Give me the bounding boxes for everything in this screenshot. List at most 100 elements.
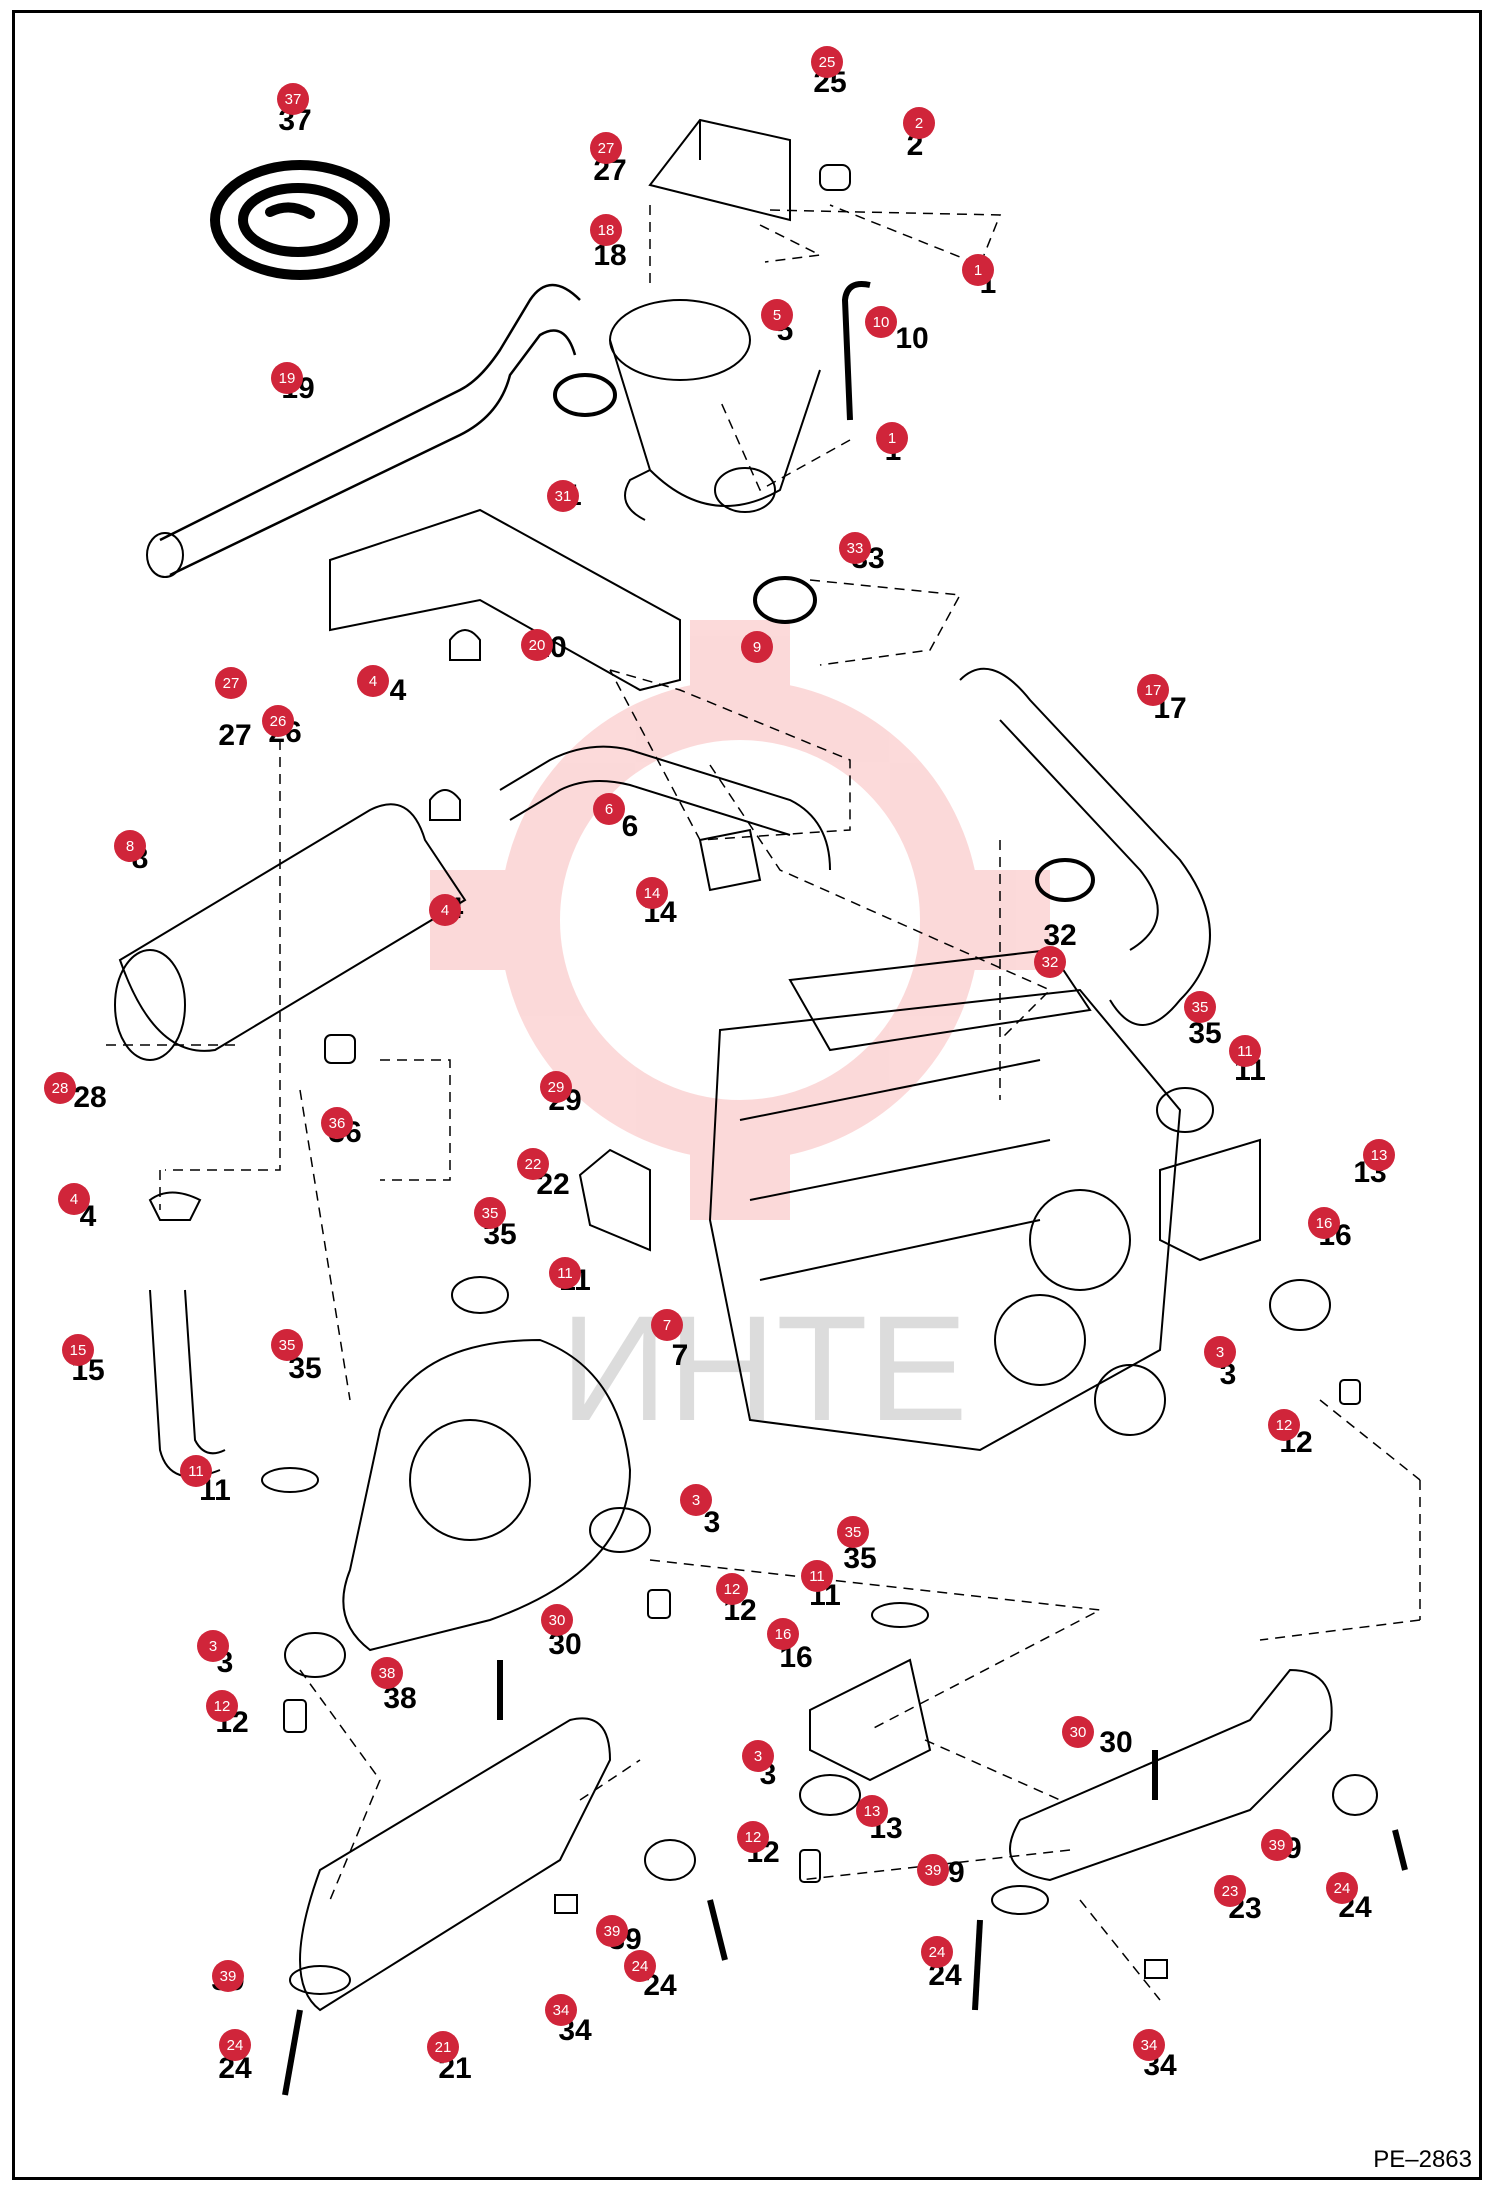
callout-number: 9	[753, 639, 761, 656]
callout-24d: 24	[624, 1950, 656, 1982]
callout-number: 18	[598, 222, 615, 239]
clamp-4b	[429, 789, 461, 821]
isolator-39d	[1332, 1774, 1378, 1816]
callout-number: 39	[925, 1862, 942, 1879]
callout-number: 29	[548, 1079, 565, 1096]
tailpipe	[149, 1289, 226, 1478]
hose-clamp-2	[753, 576, 817, 624]
callout-26: 26	[262, 705, 294, 737]
part-number-label: 35	[843, 1542, 876, 1575]
bolt-24c	[972, 1919, 983, 2011]
callout-number: 20	[529, 637, 546, 654]
callout-35c: 35	[271, 1329, 303, 1361]
callout-number: 21	[435, 2039, 452, 2056]
washer-11b	[451, 1276, 509, 1314]
callout-circle	[865, 306, 897, 338]
air-cleaner	[609, 299, 821, 521]
callout-number: 4	[70, 1191, 78, 1208]
mount-bracket-23	[1009, 1668, 1333, 1882]
callout-circle	[44, 1072, 76, 1104]
part-number-label: 7	[672, 1339, 689, 1372]
callout-4: 4	[357, 665, 389, 697]
callout-37: 37	[277, 83, 309, 115]
isolator-3a	[1269, 1279, 1331, 1331]
callout-circle	[1133, 2029, 1165, 2061]
engine-mount	[1159, 1138, 1261, 1262]
callout-16: 16	[1308, 1207, 1340, 1239]
isolator-39b	[644, 1839, 696, 1881]
callout-number: 30	[549, 1612, 566, 1629]
callout-5: 5	[761, 299, 793, 331]
muffler	[114, 803, 467, 1061]
callout-11b: 11	[549, 1257, 581, 1289]
callout-number: 17	[1145, 682, 1162, 699]
callout-circle	[357, 665, 389, 697]
callout-number: 35	[482, 1205, 499, 1222]
callout-24c: 24	[921, 1936, 953, 1968]
clamp-4c	[148, 1191, 202, 1221]
callout-circle	[917, 1854, 949, 1886]
callout-circle	[811, 46, 843, 78]
callout-3d: 3	[742, 1740, 774, 1772]
callout-7: 7	[651, 1309, 683, 1341]
callout-number: 35	[1192, 999, 1209, 1016]
callout-number: 39	[604, 1923, 621, 1940]
callout-circle	[547, 480, 579, 512]
callout-12d: 12	[737, 1821, 769, 1853]
callout-32: 32	[1034, 946, 1066, 978]
callout-circle	[521, 629, 553, 661]
callout-number: 24	[1334, 1880, 1351, 1897]
callout-number: 19	[279, 370, 296, 387]
callout-22: 22	[517, 1148, 549, 1180]
callout-3c: 3	[197, 1630, 229, 1662]
callout-circle	[737, 1821, 769, 1853]
nut-34a	[554, 1894, 578, 1914]
callout-28: 28	[44, 1072, 76, 1104]
callout-18: 18	[590, 214, 622, 246]
washer-11c	[261, 1467, 319, 1493]
callout-number: 39	[220, 1968, 237, 1985]
callout-circle	[277, 83, 309, 115]
callout-39: 39	[212, 1960, 244, 1992]
callout-circle	[271, 1329, 303, 1361]
callout-24: 24	[219, 2029, 251, 2061]
callout-circle	[180, 1455, 212, 1487]
callout-circle	[545, 1994, 577, 2026]
callout-11: 11	[1229, 1035, 1261, 1067]
watermark-text: ИНТЕ	[560, 1284, 968, 1452]
callout-circle	[541, 1604, 573, 1636]
callout-number: 30	[1070, 1724, 1087, 1741]
part-number-label: 4	[390, 674, 407, 707]
isolator	[819, 164, 851, 191]
callout-circle	[1184, 991, 1216, 1023]
callout-circle	[1062, 1716, 1094, 1748]
callout-11c: 11	[180, 1455, 212, 1487]
callout-number: 7	[663, 1317, 671, 1334]
callout-number: 39	[1269, 1837, 1286, 1854]
part-number-label: 28	[73, 1081, 106, 1114]
part-number-label: 27	[218, 719, 251, 752]
callout-number: 12	[745, 1829, 762, 1846]
callout-circle	[1137, 674, 1169, 706]
spacer-12a	[1339, 1379, 1361, 1405]
callout-circle	[219, 2029, 251, 2061]
air-cleaner-bracket	[648, 118, 791, 222]
clamp-4a	[449, 629, 481, 661]
part-number-label: 10	[895, 322, 928, 355]
callout-number: 4	[369, 673, 377, 690]
callout-circle	[801, 1560, 833, 1592]
callout-13: 13	[1363, 1139, 1395, 1171]
callout-circle	[197, 1630, 229, 1662]
callout-6: 6	[593, 793, 625, 825]
part-number-label: 30	[1099, 1726, 1132, 1759]
callout-2: 2	[903, 107, 935, 139]
callout-39d: 39	[917, 1854, 949, 1886]
callout-circle	[1326, 1872, 1358, 1904]
callout-number: 2	[915, 115, 923, 132]
spacer-12c	[283, 1699, 307, 1733]
coiled-hose	[210, 160, 390, 280]
washer-11d	[871, 1602, 929, 1628]
callout-number: 12	[214, 1698, 231, 1715]
